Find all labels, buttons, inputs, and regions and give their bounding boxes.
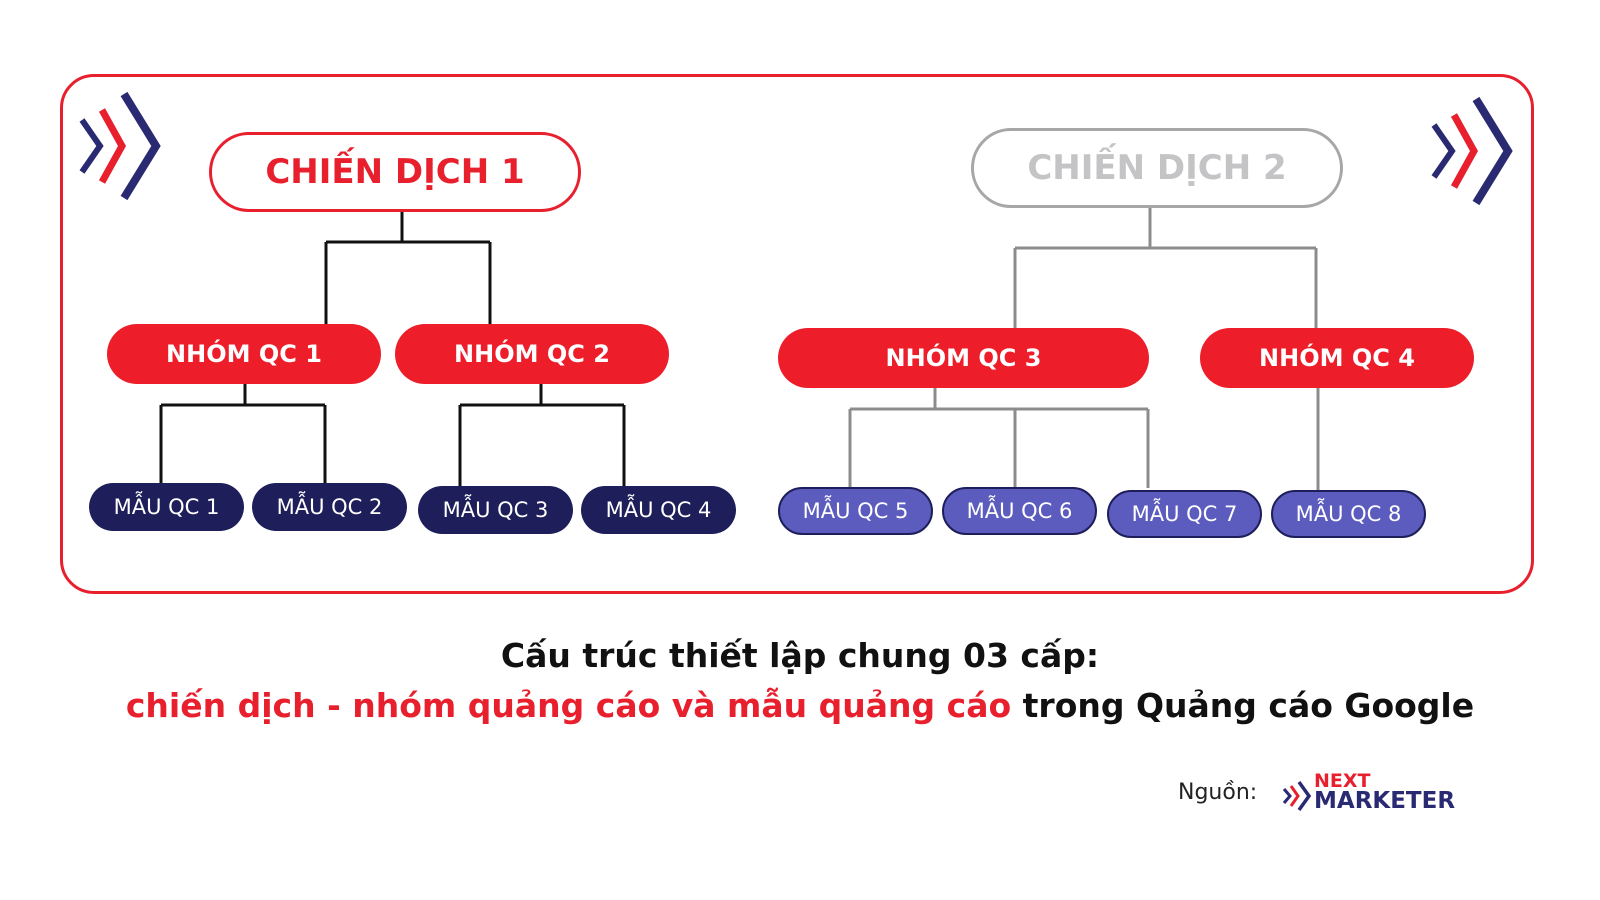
chevron-logo-left-icon [79, 91, 161, 201]
caption-rest: trong Quảng cáo Google [1011, 686, 1475, 725]
ad-5-node: MẪU QC 5 [778, 487, 933, 535]
campaign-2-node: CHIẾN DỊCH 2 [971, 128, 1343, 208]
ad-4-node: MẪU QC 4 [581, 486, 736, 534]
chevron-logo-right-icon [1431, 96, 1513, 206]
ad-8-node: MẪU QC 8 [1271, 490, 1426, 538]
caption-line-2: chiến dịch - nhóm quảng cáo và mẫu quảng… [0, 686, 1600, 725]
caption-line-1: Cấu trúc thiết lập chung 03 cấp: [500, 636, 1100, 675]
diagram-frame [60, 74, 1534, 594]
logo-marketer-text: MARKETER [1314, 788, 1456, 814]
ad-1-node: MẪU QC 1 [89, 483, 244, 531]
logo-next-text: NEXT [1314, 770, 1371, 792]
source-label: Nguồn: [1178, 780, 1258, 805]
caption-highlight: chiến dịch - nhóm quảng cáo và mẫu quảng… [125, 686, 1012, 725]
ad-2-node: MẪU QC 2 [252, 483, 407, 531]
next-marketer-logo: NEXT MARKETER [1314, 772, 1455, 813]
ad-7-node: MẪU QC 7 [1107, 490, 1262, 538]
ad-group-2-node: NHÓM QC 2 [395, 324, 669, 384]
ad-group-4-node: NHÓM QC 4 [1200, 328, 1474, 388]
next-marketer-logo-icon [1282, 780, 1312, 812]
ad-6-node: MẪU QC 6 [942, 487, 1097, 535]
ad-group-3-node: NHÓM QC 3 [778, 328, 1149, 388]
ad-group-1-node: NHÓM QC 1 [107, 324, 381, 384]
ad-3-node: MẪU QC 3 [418, 486, 573, 534]
campaign-1-node: CHIẾN DỊCH 1 [209, 132, 581, 212]
